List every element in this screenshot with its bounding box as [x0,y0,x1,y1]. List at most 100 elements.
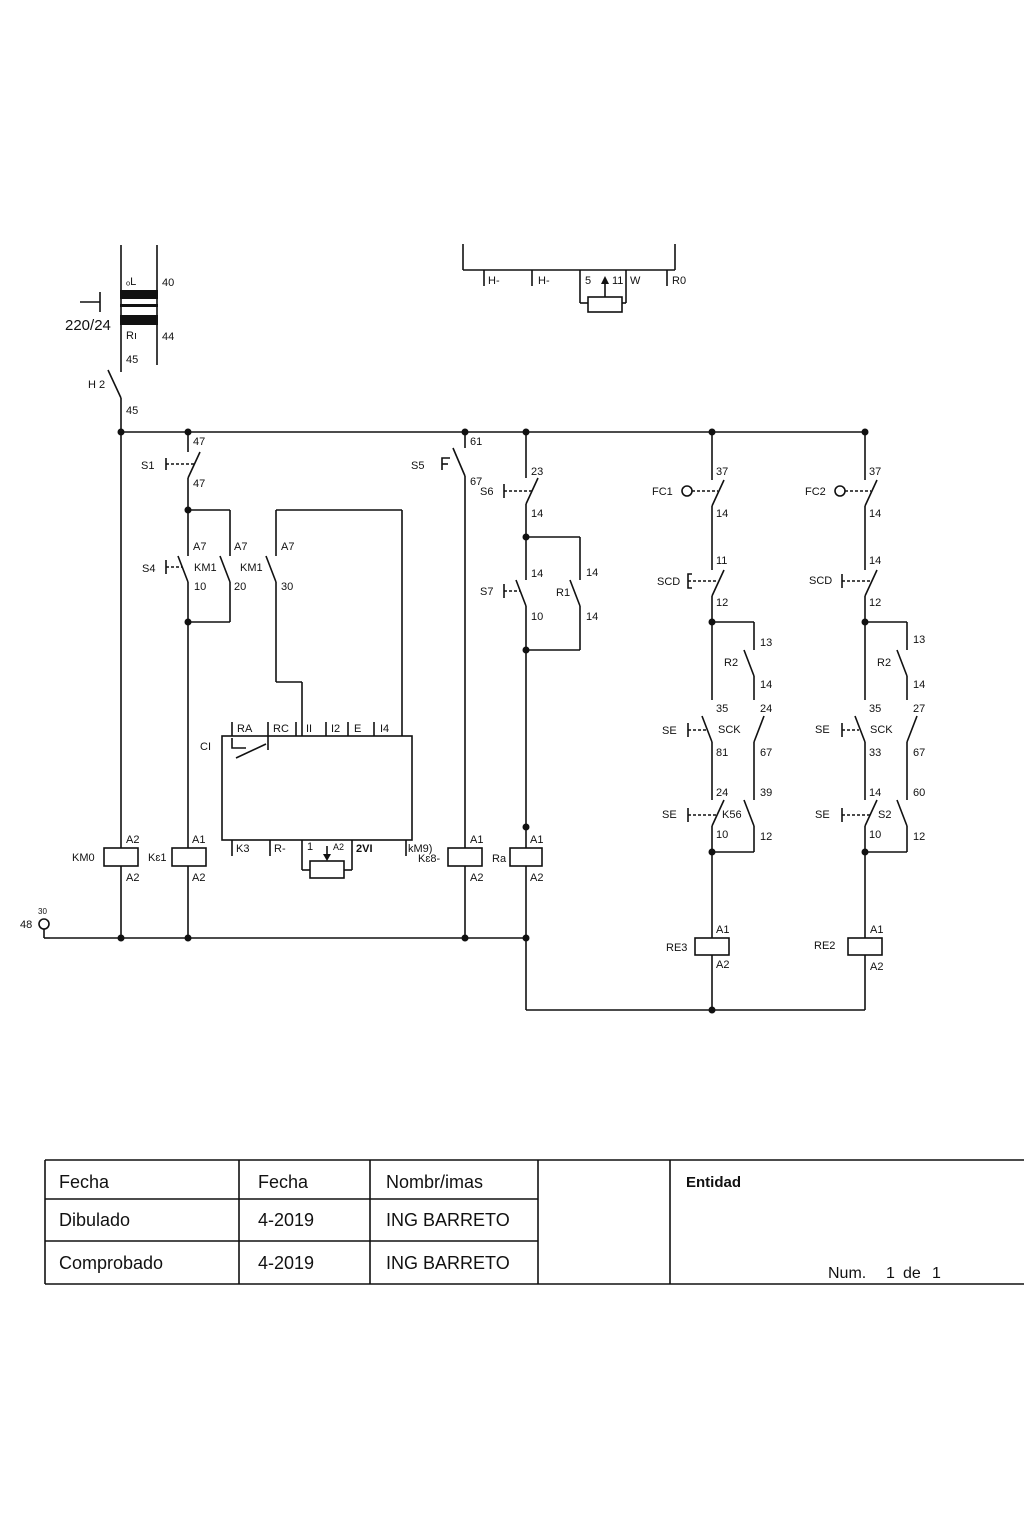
s2-t60: 60 [913,787,925,799]
tb-row1-name: ING BARRETO [386,1210,510,1230]
se1a-t81: 81 [716,747,728,759]
s4-km1: KM1 [194,562,217,574]
se2a-t24: 24 [716,787,728,799]
transformer: ₒL Rı 40 44 220/24 45 [65,245,174,366]
ke1-a1: A1 [192,834,205,846]
scka-t24: 24 [760,703,772,715]
s5-t61: 61 [470,436,482,448]
scka-t67: 67 [760,747,772,759]
s7-label: S7 [480,586,493,598]
s7-t14: 14 [531,568,543,580]
r2a-label: R2 [724,657,738,669]
coil-ke8-label: Kɛ8- [418,853,440,865]
s5-label: S5 [411,460,424,472]
column-km0: A2 A2 KM0 [72,432,139,938]
km1-a7: A7 [234,541,247,553]
s1-t47-top: 47 [193,436,205,448]
terminal-40: 40 [162,277,174,289]
tb-num-total: 1 [932,1265,941,1282]
top-r0: R0 [672,275,686,287]
top-h2: H- [538,275,550,287]
r2b-label: R2 [877,657,891,669]
terminal-48: 48 [20,919,32,931]
km0-a2-top: A2 [126,834,139,846]
se1a-t35: 35 [716,703,728,715]
column-fc2: FC2 37 14 14 SCD 12 13 R2 14 35 27 SE SC… [805,432,925,1010]
terminal-30: 30 [38,907,47,916]
s2-label: S2 [878,809,891,821]
se1b-label: SE [815,724,830,736]
ra-a2: A2 [530,872,543,884]
coil-re2-label: RE2 [814,940,835,952]
h2-label: H 2 [88,379,105,391]
ci-2v: 2VI [356,843,373,855]
scd2-label: SCD [809,575,832,587]
tb-row1-date: 4-2019 [258,1210,314,1230]
re3-a2: A2 [716,959,729,971]
s1-t47-bottom: 47 [193,478,205,490]
scd2-t12: 12 [869,597,881,609]
s6-t23: 23 [531,466,543,478]
coil-km0-label: KM0 [72,852,95,864]
tb-num-value: 1 [886,1265,895,1282]
terminal-45: 45 [126,405,138,417]
s2-t12: 12 [913,831,925,843]
r2a-t14: 14 [760,679,772,691]
top-t5: 5 [585,275,591,287]
column-km1-b: KM1 A7 30 [240,509,403,736]
se2a-label: SE [662,809,677,821]
tb-header-2: Fecha [258,1172,309,1192]
se2b-t14: 14 [869,787,881,799]
ci-r: R- [274,843,286,855]
re3-a1: A1 [716,924,729,936]
sckb-t27: 27 [913,703,925,715]
ci-a2: A2 [333,842,344,852]
fc1-t37: 37 [716,466,728,478]
tb-num-de: de [903,1265,921,1282]
k56-label: K56 [722,809,742,821]
re2-a1: A1 [870,924,883,936]
scka-label: SCK [718,724,741,736]
s4-t10: 10 [194,581,206,593]
s4-label: S4 [142,563,155,575]
se2b-label: SE [815,809,830,821]
tb-row2-name: ING BARRETO [386,1253,510,1273]
r1-t14-bottom: 14 [586,611,598,623]
sckb-t67: 67 [913,747,925,759]
fc2-t14: 14 [869,508,881,520]
fc1-t14: 14 [716,508,728,520]
km1b-a7: A7 [281,541,294,553]
r1-label: R1 [556,587,570,599]
switch-h2: H 2 45 [88,365,138,432]
ci-rc: RC [273,723,289,735]
top-w: W [630,275,641,287]
ci-i2: I2 [331,723,340,735]
ke8-a1: A1 [470,834,483,846]
ci-t1: 1 [307,841,313,853]
ci-ra: RA [237,723,253,735]
ci-km9: kM9) [408,843,432,855]
fc1-label: FC1 [652,486,673,498]
ci-k3: K3 [236,843,249,855]
tb-entidad: Entidad [686,1174,741,1191]
top-terminal-block: H- H- 5 11 W R0 [462,244,686,313]
fc2-label: FC2 [805,486,826,498]
sckb-label: SCK [870,724,893,736]
se1a-label: SE [662,725,677,737]
terminal-45-top: 45 [126,354,138,366]
coil-ke1-label: Kɛ1 [148,852,167,864]
column-s5: S5 61 67 A1 A2 Kɛ8- [411,432,483,938]
title-block: Fecha Fecha Nombr/imas Dibulado 4-2019 I… [44,1159,1024,1285]
se1b-t35: 35 [869,703,881,715]
s7-t10: 10 [531,611,543,623]
r1-t14-top: 14 [586,567,598,579]
column-s1: S1 47 47 A7 A7 S4 KM1 10 20 A1 A2 Kɛ1 [141,432,247,938]
transformer-sym-bottom: Rı [126,330,137,342]
tb-row2-date: 4-2019 [258,1253,314,1273]
r2b-t14: 14 [913,679,925,691]
bottom-rail: 48 30 [20,907,865,1014]
s6-label: S6 [480,486,493,498]
column-fc1: FC1 37 14 11 SCD 12 13 R2 14 35 24 SE SC… [652,432,772,1010]
ci-label: CI [200,741,211,753]
re2-a2: A2 [870,961,883,973]
